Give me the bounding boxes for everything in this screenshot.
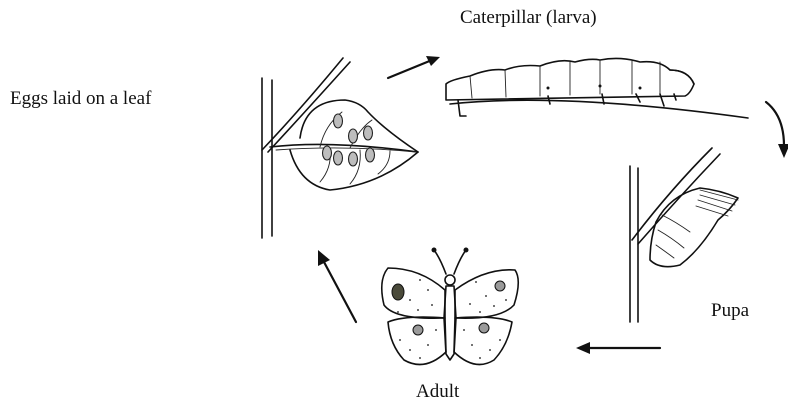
pupa-illustration bbox=[630, 148, 738, 322]
egg-leaf-illustration bbox=[262, 58, 418, 238]
arrow-pupa-to-adult bbox=[576, 342, 660, 354]
arrow-adult-to-eggs bbox=[318, 250, 356, 322]
adult-butterfly-illustration bbox=[382, 248, 519, 365]
eggs-stage-label: Eggs laid on a leaf bbox=[10, 89, 151, 108]
adult-stage-label: Adult bbox=[416, 382, 459, 401]
arrow-eggs-to-caterpillar bbox=[388, 56, 440, 78]
pupa-stage-label: Pupa bbox=[711, 301, 749, 320]
egg-cluster bbox=[323, 114, 375, 166]
caterpillar-stage-label: Caterpillar (larva) bbox=[460, 8, 597, 27]
arrow-caterpillar-to-pupa bbox=[766, 102, 788, 158]
caterpillar-illustration bbox=[446, 58, 748, 118]
